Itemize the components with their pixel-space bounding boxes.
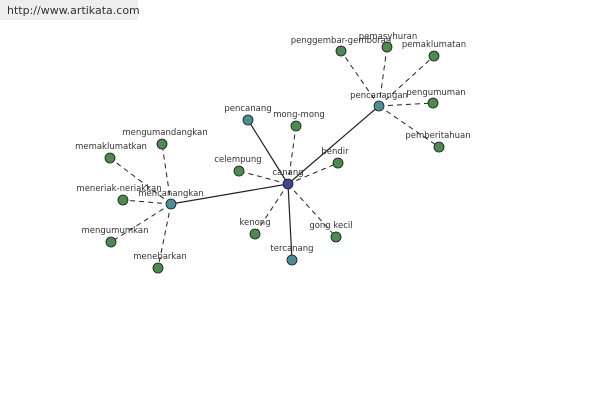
- node-label-meneriak-neriakkan[interactable]: meneriak-neriakkan: [76, 184, 161, 194]
- site-url-badge[interactable]: http://www.artikata.com: [0, 0, 140, 20]
- node-pemaklumatan[interactable]: [428, 50, 440, 62]
- node-label-pengumuman[interactable]: pengumuman: [406, 88, 465, 98]
- nodes-layer: [104, 41, 445, 274]
- node-label-pemberitahuan[interactable]: pemberitahuan: [405, 131, 470, 141]
- node-pengumuman[interactable]: [427, 97, 439, 109]
- edge-mencanangkan-mengumumkan: [110, 203, 172, 243]
- node-label-tercanang[interactable]: tercanang: [270, 244, 313, 254]
- node-gong-kecil[interactable]: [330, 231, 342, 243]
- edge-canang-mencanangkan: [170, 183, 289, 205]
- node-label-canang[interactable]: canang: [272, 168, 303, 178]
- node-label-kenong[interactable]: kenong: [239, 218, 270, 228]
- node-menebarkan[interactable]: [152, 262, 164, 274]
- node-label-pencanangan[interactable]: pencanangan: [350, 91, 408, 101]
- node-kenong[interactable]: [249, 228, 261, 240]
- node-label-mencanangkan[interactable]: mencanangkan: [138, 189, 204, 199]
- edge-canang-pencanangan: [287, 105, 380, 185]
- node-mencanangkan[interactable]: [165, 198, 177, 210]
- edge-pencanangan-penggembar-gemboran: [340, 50, 380, 107]
- node-pemasyhuran[interactable]: [381, 41, 393, 53]
- node-mong-mong[interactable]: [290, 120, 302, 132]
- node-label-pemaklumatan[interactable]: pemaklumatan: [402, 40, 466, 50]
- edge-mencanangkan-menebarkan: [157, 203, 172, 269]
- node-mengumandangkan[interactable]: [156, 138, 168, 150]
- edge-pencanangan-pemasyhuran: [378, 46, 388, 107]
- edge-mencanangkan-mengumandangkan: [161, 143, 172, 205]
- node-bendir[interactable]: [332, 157, 344, 169]
- node-pemberitahuan[interactable]: [433, 141, 445, 153]
- node-celempung[interactable]: [233, 165, 245, 177]
- node-label-memaklumatkan[interactable]: memaklumatkan: [75, 142, 147, 152]
- node-meneriak-neriakkan[interactable]: [117, 194, 129, 206]
- edge-mencanangkan-meneriak-neriakkan: [122, 199, 172, 205]
- node-label-gong-kecil[interactable]: gong kecil: [309, 221, 352, 231]
- node-label-pencanang[interactable]: pencanang: [224, 104, 271, 114]
- edge-pencanangan-pemberitahuan: [378, 105, 440, 148]
- node-mengumumkan[interactable]: [105, 236, 117, 248]
- node-label-mengumandangkan[interactable]: mengumandangkan: [122, 128, 207, 138]
- edge-canang-kenong: [254, 183, 289, 235]
- site-url-text: http://www.artikata.com: [7, 4, 140, 17]
- edge-canang-tercanang: [287, 183, 293, 261]
- node-tercanang[interactable]: [286, 254, 298, 266]
- node-memaklumatkan[interactable]: [104, 152, 116, 164]
- node-pencanangan[interactable]: [373, 100, 385, 112]
- node-label-celempung[interactable]: celempung: [214, 155, 261, 165]
- node-label-menebarkan[interactable]: menebarkan: [133, 252, 187, 262]
- edge-canang-mong-mong: [287, 125, 297, 185]
- edges-layer: [109, 46, 440, 269]
- edge-canang-gong-kecil: [287, 183, 337, 238]
- edge-pencanangan-pemaklumatan: [378, 55, 435, 107]
- node-pencanang[interactable]: [242, 114, 254, 126]
- edge-canang-bendir: [287, 162, 339, 185]
- labels-layer: canang pencanangan mencanangkan pencanang te…: [75, 32, 471, 262]
- node-label-pemasyhuran[interactable]: pemasyhuran: [359, 32, 417, 42]
- node-label-bendir[interactable]: bendir: [321, 147, 349, 157]
- edge-canang-pencanang: [247, 119, 289, 185]
- node-label-mengumumkan[interactable]: mengumumkan: [82, 226, 149, 236]
- node-penggembar-gemboran[interactable]: [335, 45, 347, 57]
- node-label-mong-mong[interactable]: mong-mong: [273, 110, 325, 120]
- node-label-penggembar-gemboran[interactable]: penggembar-gemboran: [291, 36, 392, 46]
- edge-mencanangkan-memaklumatkan: [109, 157, 172, 205]
- node-canang[interactable]: [282, 178, 294, 190]
- edge-pencanangan-pengumuman: [378, 102, 434, 107]
